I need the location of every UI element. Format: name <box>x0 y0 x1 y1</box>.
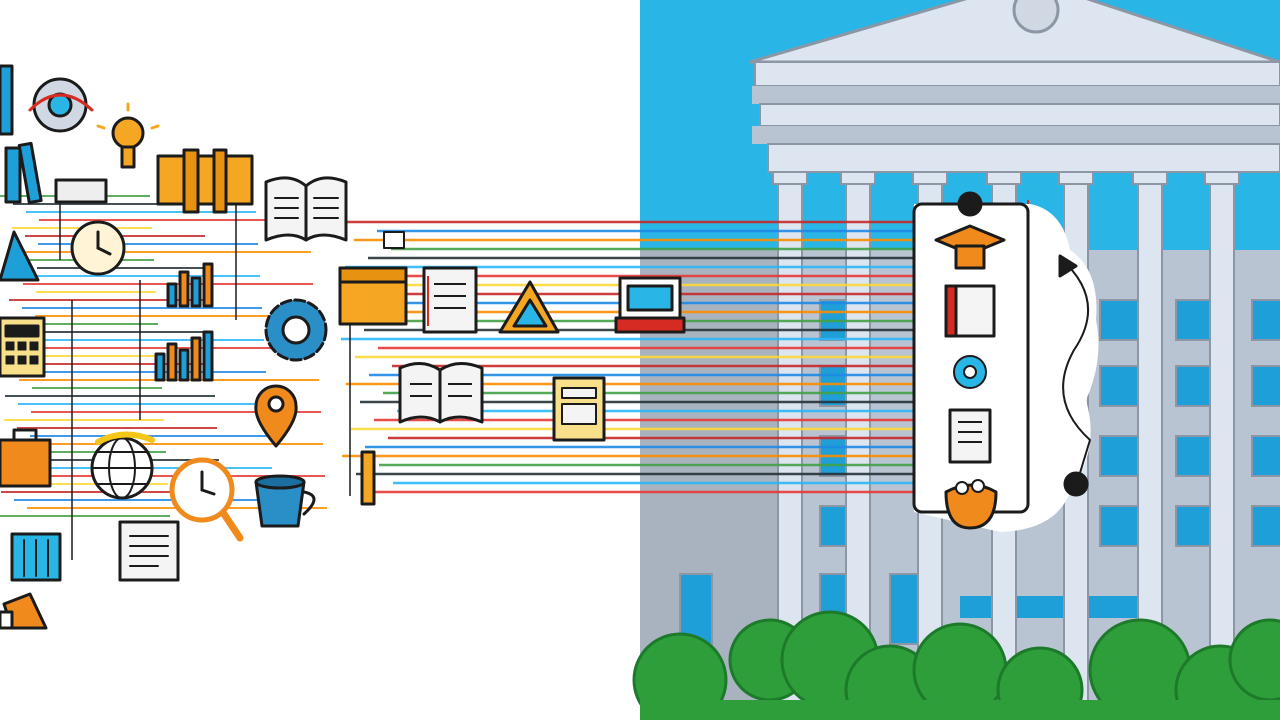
network-icon <box>953 355 987 389</box>
gear-icon <box>264 298 328 362</box>
entablature-band <box>752 126 1280 144</box>
window <box>1251 505 1280 547</box>
books-icon <box>4 141 108 205</box>
document-icon <box>118 520 180 582</box>
cornice <box>767 143 1280 173</box>
column-capital <box>772 171 808 185</box>
basket-icon <box>944 479 998 530</box>
magnifier-clock-icon <box>169 457 244 542</box>
open-book-icon <box>264 176 348 242</box>
window <box>960 596 1140 618</box>
window <box>1099 299 1141 341</box>
trees <box>632 610 1280 720</box>
megaphone-icon <box>0 592 48 630</box>
connector-node <box>957 191 983 217</box>
clipboard-icon <box>383 231 405 249</box>
open-book-icon <box>398 362 484 424</box>
window <box>1251 435 1280 477</box>
window <box>1099 365 1141 407</box>
entablature-middle <box>752 86 1280 104</box>
entablature-top <box>754 61 1280 87</box>
lightbulb-icon <box>96 102 160 169</box>
hedge <box>640 700 1280 720</box>
book-icon <box>944 284 996 338</box>
column-capital <box>912 171 948 185</box>
column-capital <box>1204 171 1240 185</box>
location-pin-icon <box>254 384 298 448</box>
calculator-icon <box>0 316 46 378</box>
pen-icon <box>360 450 376 506</box>
gear-icon <box>28 77 94 133</box>
tree <box>632 632 728 720</box>
graduation-cap-icon <box>934 224 1006 270</box>
left-icon-cluster <box>0 64 348 630</box>
panel-curve <box>1059 257 1091 487</box>
entablature-lower <box>759 103 1280 127</box>
connector-arrow <box>1058 254 1078 278</box>
column <box>1209 183 1235 705</box>
middle-icon-row <box>338 231 686 506</box>
window <box>1251 365 1280 407</box>
briefcase-icon <box>0 428 52 488</box>
book-spine-icon <box>0 64 14 136</box>
data-panel <box>912 191 1099 532</box>
window <box>1251 299 1280 341</box>
column <box>1137 183 1163 705</box>
folder-icon <box>338 266 408 326</box>
column-capital <box>986 171 1022 185</box>
laptop-icon <box>614 276 686 334</box>
notepad-icon <box>422 266 478 334</box>
bar-chart-icon <box>166 262 214 308</box>
column-capital <box>1132 171 1168 185</box>
coffee-cup-icon <box>254 474 316 528</box>
triangle-ruler-icon <box>0 230 40 282</box>
window <box>889 573 923 645</box>
clock-icon <box>70 220 126 276</box>
window <box>1099 505 1141 547</box>
connector-node <box>1063 471 1089 497</box>
certificate-icon <box>10 532 62 582</box>
globe-icon <box>90 431 155 500</box>
column <box>777 183 803 705</box>
pediment-oculus <box>1012 0 1060 34</box>
folder-icon <box>156 148 254 214</box>
document-icon <box>948 408 992 464</box>
window <box>1099 435 1141 477</box>
column-capital <box>1058 171 1094 185</box>
bar-chart-icon <box>154 330 214 382</box>
window <box>679 573 713 645</box>
triangle-ruler-icon <box>498 280 560 334</box>
document-box-icon <box>552 376 606 442</box>
column-capital <box>840 171 876 185</box>
